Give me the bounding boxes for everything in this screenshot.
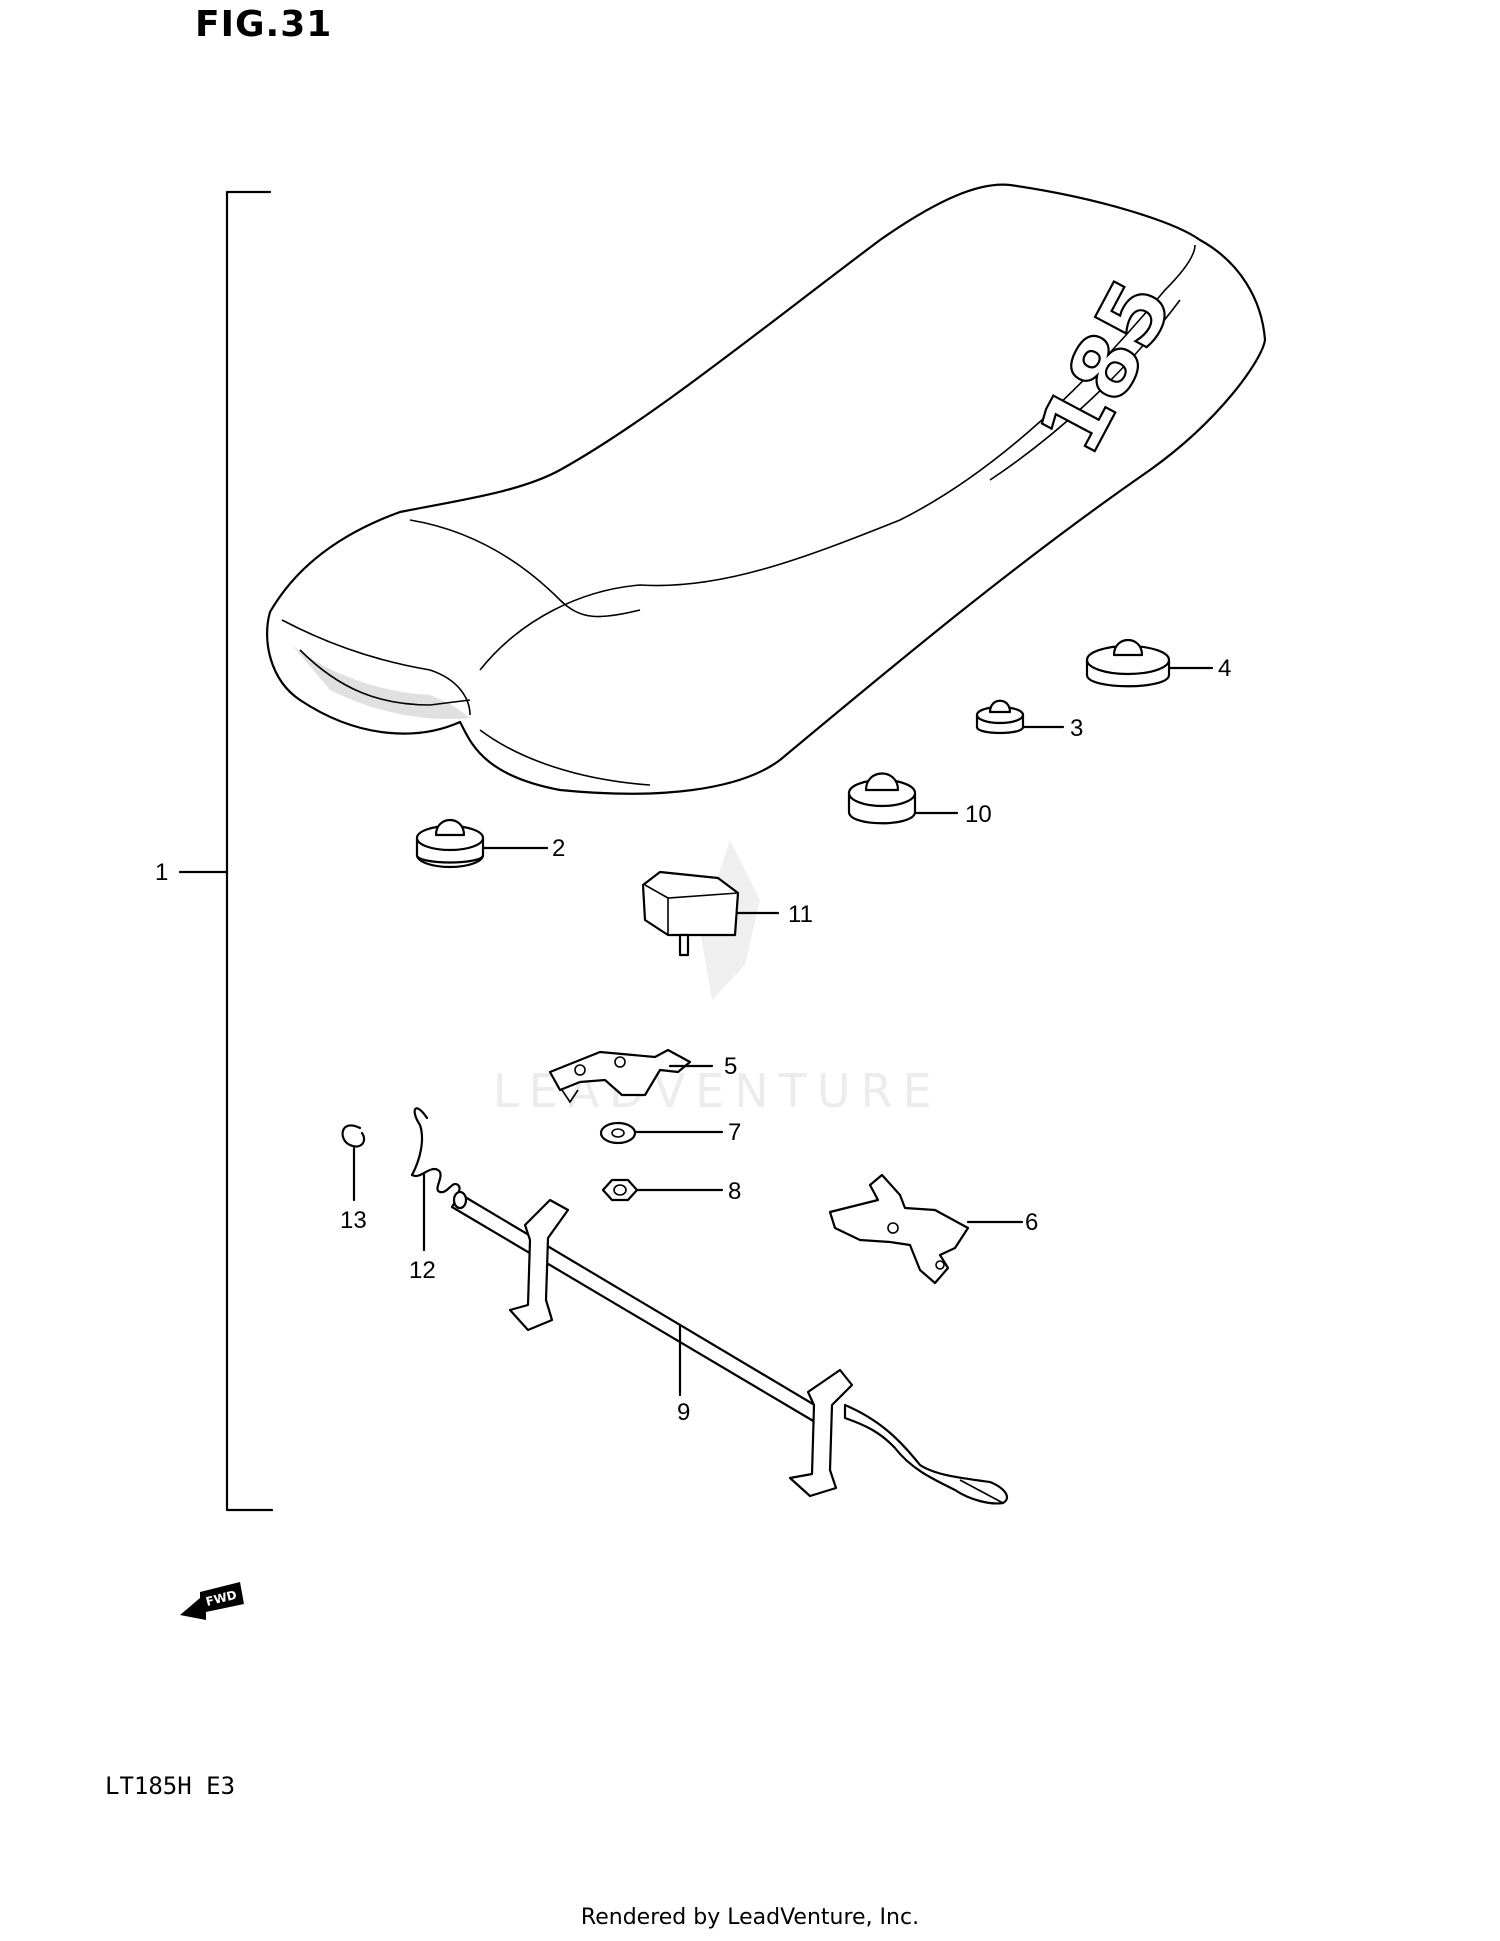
callout-5: 5 [724, 1053, 737, 1080]
forward-direction-arrow: FWD [180, 1582, 244, 1620]
callout-2: 2 [552, 835, 565, 862]
callout-6: 6 [1025, 1209, 1038, 1236]
part-7-washer [599, 1121, 637, 1145]
callout-12: 12 [409, 1257, 436, 1284]
part-2-cushion [415, 819, 485, 869]
callouts: 1 2 3 4 5 6 7 8 9 10 11 12 13 [155, 655, 1231, 1426]
leader-lines [352, 666, 1214, 1397]
callout-4: 4 [1218, 655, 1231, 682]
callout-10: 10 [965, 801, 992, 828]
part-10-cushion [847, 772, 917, 825]
part-6-bracket [828, 1173, 970, 1285]
part-8-nut [601, 1178, 639, 1202]
callout-9: 9 [677, 1399, 690, 1426]
footer-credit: Rendered by LeadVenture, Inc. [580, 1905, 920, 1930]
part-5-bracket [548, 1048, 692, 1104]
callout-11: 11 [788, 901, 813, 928]
part-3-cushion [975, 699, 1025, 735]
callout-7: 7 [728, 1119, 741, 1146]
seat-assembly: 185 [266, 183, 1267, 795]
model-label: LT185H E3 [105, 1772, 236, 1800]
figure-title: FIG.31 [195, 4, 333, 45]
assembly-bracket [178, 190, 274, 1512]
part-12-spring [410, 1107, 462, 1202]
part-11-cushion [641, 870, 740, 957]
part-13-clip [341, 1124, 366, 1148]
callout-13: 13 [340, 1207, 367, 1234]
callout-1: 1 [155, 859, 168, 886]
part-4-cushion [1085, 639, 1171, 688]
part-9-lock-rod [450, 1190, 1008, 1505]
callout-8: 8 [728, 1178, 741, 1205]
callout-3: 3 [1070, 715, 1083, 742]
